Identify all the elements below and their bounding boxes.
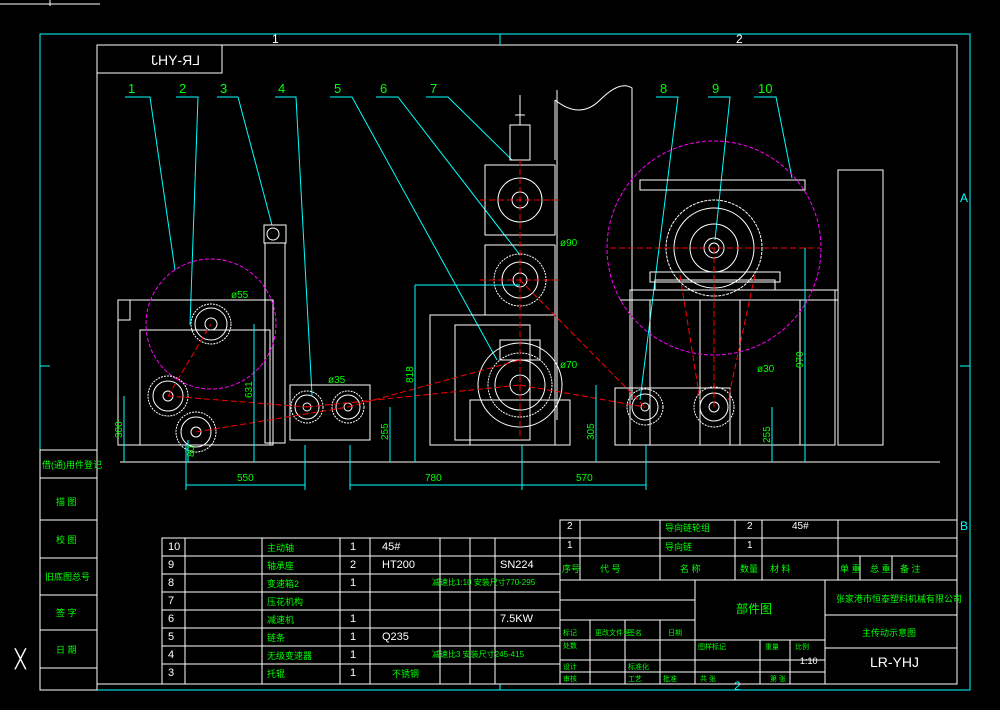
dim-255-a: 255 [380,423,391,440]
dim-550: 550 [237,473,254,484]
parts-cell-material: Q235 [382,631,409,643]
parts-cell-no: 4 [168,649,175,661]
outer-border [39,33,971,691]
balloon-3: 3 [220,81,227,96]
dim-570: 570 [576,473,593,484]
parts-cell-note: 7.5KW [500,613,534,625]
parts-row: 10 主动轴 1 45# [162,541,560,559]
left-panel-1: 描 图 [56,496,77,507]
mechanism [117,85,940,463]
sprocket-a [190,303,232,345]
parts-cell-qty: 1 [350,577,357,589]
parts-cell-no: 6 [168,613,175,625]
zone-label-2: 2 [736,32,743,46]
parts-cell-qty: 1 [350,667,357,679]
balloon-5: 5 [334,81,341,96]
parts-cell-qty: 1 [350,613,357,625]
parts-cell-name: 托辊 [267,669,286,679]
dimensions: 550 780 570 300 631 255 818 305 970 255 … [114,238,806,490]
parts-cell-qty: 1 [350,541,357,553]
left-panel-4: 签 字 [56,607,77,618]
parts-row: 3 托辊 1 不锈钢 [162,667,560,685]
parts-cell-material: 45# [382,541,401,553]
dim-phi35: ø35 [328,375,346,386]
dim-phi90: ø90 [560,238,578,249]
balloon-7: 7 [430,81,437,96]
zone-label-a: A [960,191,968,205]
dim-80: 80 [186,445,197,457]
dim-300: 300 [114,421,125,438]
parts-cell-name: 减速机 [267,615,295,625]
parts-cell-no: 7 [168,595,175,607]
parts-cell-qty: 1 [350,649,357,661]
parts-cell-material: 不锈钢 [392,669,420,679]
dim-305: 305 [586,423,597,440]
chain-lines [167,160,820,440]
balloon-9: 9 [712,81,719,96]
dim-phi55: ø55 [231,290,249,301]
parts-row: 7 压花机构 [162,595,560,613]
left-record-panel [39,449,98,691]
title-block [559,519,958,685]
parts-cell-qty: 1 [350,631,357,643]
close-icon: ╳ [14,648,27,670]
balloon-10: 10 [758,81,772,96]
parts-cell-no: 5 [168,631,175,643]
dim-818: 818 [405,366,416,383]
parts-row: 4 无级变速器 1 减速比3 安装尺寸245-415 [162,649,560,667]
balloon-group: 1 2 3 4 5 6 7 8 9 10 [125,81,793,401]
parts-row: 6 减速机 1 7.5KW [162,613,560,631]
sprocket-i [626,388,664,426]
parts-cell-no: 9 [168,559,175,571]
parts-cell-note: 减速比1:10 安装尺寸770-295 [432,578,536,587]
left-panel-3: 旧底图总号 [45,571,90,582]
parts-cell-name: 链条 [267,633,286,643]
left-panel-0: 借(通)用件登记 [42,459,102,470]
parts-cell-qty: 2 [350,559,357,571]
parts-cell-note: 减速比3 安装尺寸245-415 [432,650,525,659]
pitch-circles [145,140,822,390]
dim-phi70: ø70 [560,360,578,371]
ucs-marker [0,0,100,6]
mirrored-drawing-code: LR-YHJ [151,52,200,68]
parts-cell-material: HT200 [382,559,416,571]
zone-label-1: 1 [272,32,279,46]
balloon-8: 8 [660,81,667,96]
parts-cell-name: 无级变速器 [267,651,313,661]
parts-table-text: 10 主动轴 1 45# 9 轴承座 2 HT200 SN224 8 变速箱2 1 减速比1:10 安装… [162,538,560,684]
dim-631: 631 [244,381,255,398]
parts-cell-no: 3 [168,667,175,679]
sprocket-c [175,411,217,453]
parts-cell-name: 压花机构 [267,597,304,607]
parts-cell-no: 8 [168,577,175,589]
parts-cell-name: 变速箱2 [267,579,300,589]
balloon-6: 6 [380,81,387,96]
parts-cell-name: 主动轴 [267,543,295,553]
balloon-4: 4 [278,81,285,96]
sprocket-e [331,390,365,424]
dim-780: 780 [425,473,442,484]
parts-row: 9 轴承座 2 HT200 SN224 [162,559,560,577]
zone-label-bottom: 2 [734,679,741,693]
balloon-2: 2 [179,81,186,96]
parts-row: 8 变速箱2 1 减速比1:10 安装尺寸770-295 [162,577,560,595]
left-panel-5: 日 期 [56,645,77,655]
dim-970: 970 [795,351,806,368]
parts-cell-name: 轴承座 [267,561,295,571]
parts-row: 5 链条 1 Q235 [162,631,560,649]
parts-cell-no: 10 [168,541,181,553]
left-panel-2: 校 图 [56,534,77,545]
dim-phi30: ø30 [757,364,775,375]
parts-cell-note: SN224 [500,559,534,571]
balloon-1: 1 [128,81,135,96]
dim-255-b: 255 [762,426,773,443]
zone-label-b: B [960,519,968,533]
